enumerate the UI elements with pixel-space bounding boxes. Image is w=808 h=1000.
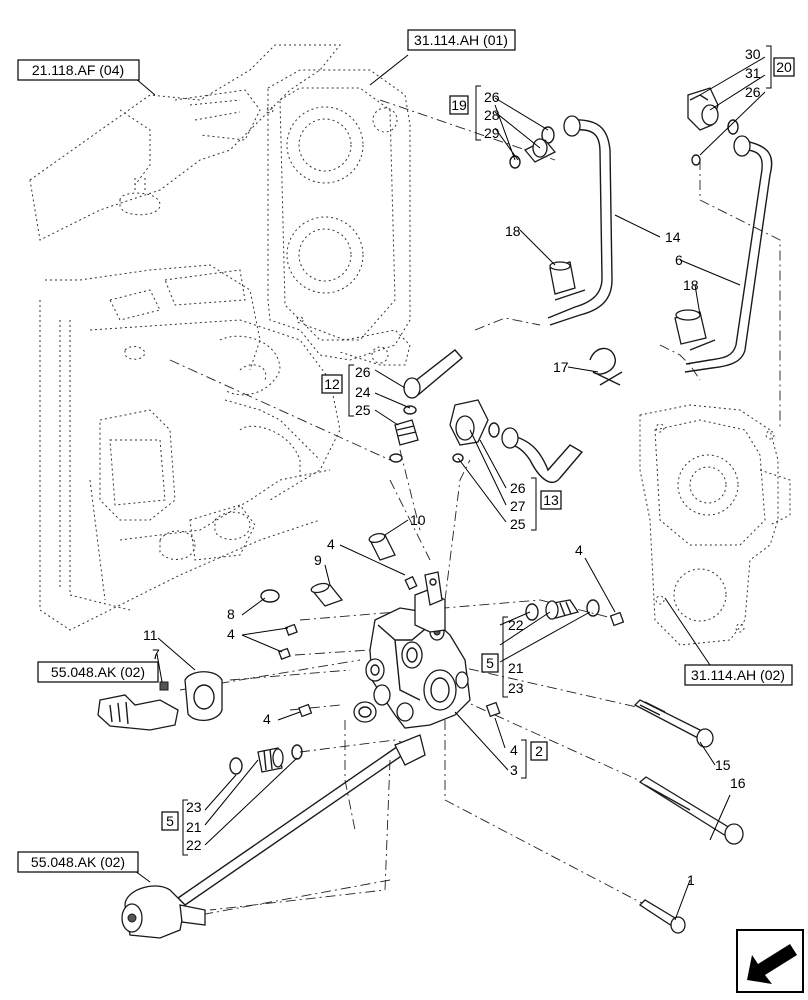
callout: 11 xyxy=(143,627,158,643)
callout: 9 xyxy=(314,552,322,568)
bolt-15 xyxy=(633,699,714,748)
callout: 18 xyxy=(505,223,521,239)
sleeve-18-right xyxy=(674,309,716,351)
callout: 3 xyxy=(510,762,518,778)
tube-14 xyxy=(547,115,613,326)
group-number: 20 xyxy=(776,59,792,75)
group-2: 2 4 3 xyxy=(510,739,548,779)
tube-12 xyxy=(403,349,463,399)
leader-lines xyxy=(119,54,766,921)
callout: 7 xyxy=(152,646,160,662)
callout: 25 xyxy=(355,402,371,418)
callout: 24 xyxy=(355,384,371,400)
ref-label: 55.048.AK (02) xyxy=(51,664,145,680)
callout: 4 xyxy=(227,626,235,642)
ghost-right-cover-plate xyxy=(639,404,791,646)
ref-label: 31.114.AH (02) xyxy=(691,667,785,683)
gasket-11 xyxy=(184,671,223,721)
callout: 4 xyxy=(510,742,518,758)
elbow-27 xyxy=(449,399,489,446)
group-20: 20 30 31 26 xyxy=(745,45,795,100)
callout: 25 xyxy=(510,516,526,532)
ghost-front-plate-housing xyxy=(266,69,411,366)
pins-4 xyxy=(278,575,625,718)
ref-label: 55.048.AK (02) xyxy=(31,854,125,870)
callout: 16 xyxy=(730,775,746,791)
ref-box-top-left[interactable]: 21.118.AF (04) xyxy=(17,59,140,81)
callout: 26 xyxy=(510,480,526,496)
callout: 8 xyxy=(227,606,235,622)
group-5-right: 5 22 21 23 xyxy=(481,616,524,698)
ref-box-top-center[interactable]: 31.114.AH (01) xyxy=(407,29,516,51)
tube-13 xyxy=(501,427,584,483)
fitting-21-left xyxy=(257,747,284,773)
callout: 15 xyxy=(715,757,731,773)
callout: 4 xyxy=(263,711,271,727)
callout: 28 xyxy=(484,107,500,123)
ref-label: 31.114.AH (01) xyxy=(414,32,508,48)
callout-numbers: 14 6 18 18 17 10 4 9 8 4 11 7 4 4 15 16 … xyxy=(143,223,746,888)
adapter-24 xyxy=(394,419,419,446)
callout: 23 xyxy=(508,680,524,696)
callout: 18 xyxy=(683,277,699,293)
callout: 26 xyxy=(484,89,500,105)
callout: 30 xyxy=(745,46,761,62)
callout: 23 xyxy=(186,799,202,815)
elbow-30 xyxy=(687,87,719,131)
callout: 1 xyxy=(687,872,695,888)
ref-box-sensor-upper[interactable]: 55.048.AK (02) xyxy=(37,661,159,683)
group-13: 13 26 27 25 xyxy=(510,477,562,532)
group-number: 12 xyxy=(324,376,340,392)
ghost-transmission-housing xyxy=(29,44,342,631)
callout: 27 xyxy=(510,498,526,514)
bushing-10 xyxy=(368,532,396,561)
ref-label: 21.118.AF (04) xyxy=(32,62,124,78)
callout: 4 xyxy=(327,536,335,552)
bushing-9 xyxy=(310,582,344,607)
assembly-centerlines xyxy=(169,99,781,916)
group-number: 5 xyxy=(166,813,174,829)
callout: 29 xyxy=(484,125,500,141)
callout: 21 xyxy=(186,819,202,835)
callout: 17 xyxy=(553,359,569,375)
callout: 26 xyxy=(355,364,371,380)
callout: 6 xyxy=(675,252,683,268)
callout: 14 xyxy=(665,229,681,245)
fitting-21-right xyxy=(545,599,580,620)
arrow-down-left-icon[interactable] xyxy=(736,929,804,993)
callout: 26 xyxy=(745,84,761,100)
group-5-left: 5 23 21 22 xyxy=(161,799,202,856)
callout: 31 xyxy=(745,65,761,81)
ref-box-right[interactable]: 31.114.AH (02) xyxy=(684,664,793,686)
bolt-1 xyxy=(638,899,686,934)
group-number: 5 xyxy=(486,655,494,671)
bolt-16 xyxy=(638,776,744,845)
group-19: 19 26 28 29 xyxy=(449,85,500,141)
group-number: 2 xyxy=(535,743,543,759)
group-12: 12 26 24 25 xyxy=(321,364,371,418)
group-number: 19 xyxy=(451,97,467,113)
callout: 4 xyxy=(575,542,583,558)
clip-17 xyxy=(589,347,623,386)
callout: 22 xyxy=(186,837,202,853)
sensor-cable-assembly xyxy=(121,734,426,939)
callout: 10 xyxy=(410,512,426,528)
sleeve-18-left xyxy=(549,261,586,301)
callout: 22 xyxy=(508,617,524,633)
control-valve-body xyxy=(353,571,471,729)
tube-6 xyxy=(684,135,773,373)
ref-box-sensor-lower[interactable]: 55.048.AK (02) xyxy=(17,851,139,873)
callout: 21 xyxy=(508,660,524,676)
sensor-7 xyxy=(97,681,179,731)
group-number: 13 xyxy=(543,492,559,508)
